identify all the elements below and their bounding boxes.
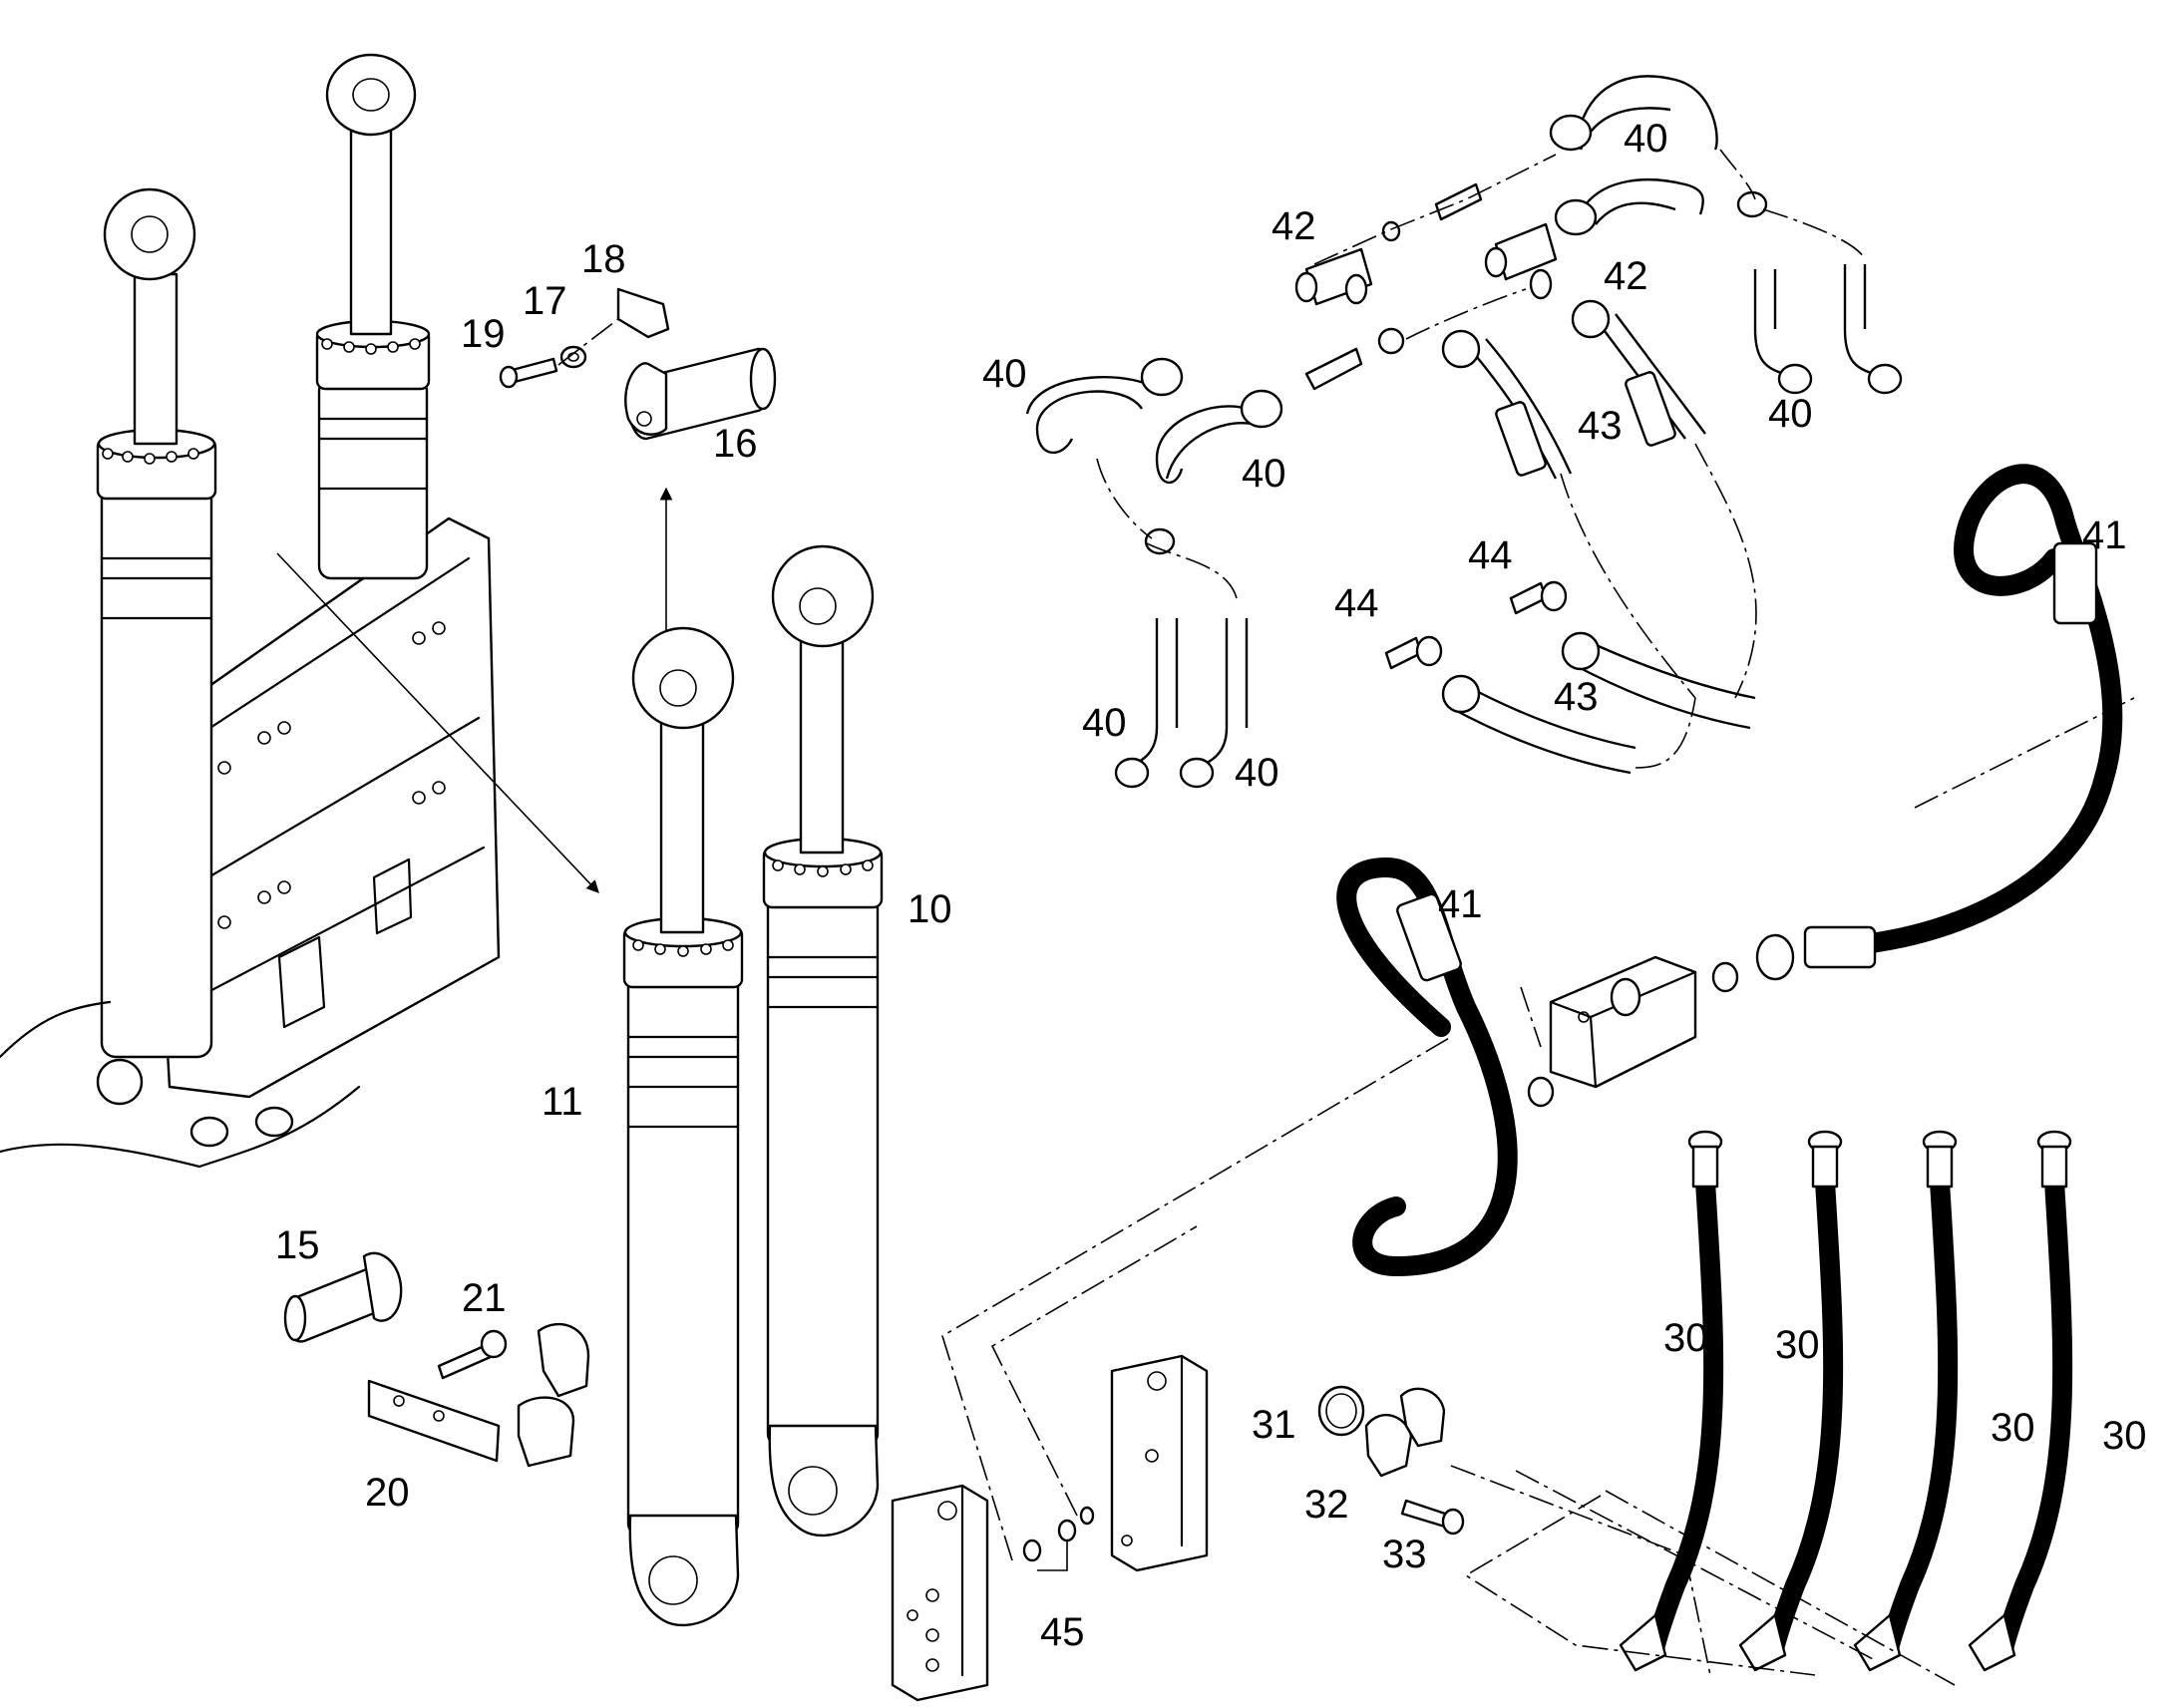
callout-21: 21 — [462, 1276, 507, 1320]
cylinder-11 — [622, 626, 744, 1627]
pin-16 — [624, 347, 777, 441]
valve-block-right — [1110, 1354, 1209, 1572]
callout-43: 43 — [1554, 675, 1599, 719]
plate-20 — [367, 1379, 501, 1463]
cylinder-11-head-bolts — [632, 939, 734, 957]
fitting-45a — [1022, 1538, 1042, 1562]
callout-11: 11 — [542, 1080, 583, 1124]
callout-30: 30 — [1991, 1406, 2035, 1450]
callout-44: 44 — [1334, 581, 1379, 625]
callout-42: 42 — [1604, 254, 1648, 298]
callout-30: 30 — [2102, 1414, 2147, 1458]
callout-41: 41 — [2082, 513, 2127, 557]
distributor-block — [1549, 955, 1697, 1089]
cylinder-10 — [762, 544, 884, 1537]
callout-20: 20 — [365, 1471, 410, 1515]
clip-18 — [616, 287, 670, 339]
callout-17: 17 — [523, 279, 567, 323]
washer-17 — [559, 345, 587, 369]
callout-45: 45 — [1040, 1610, 1085, 1654]
callout-33: 33 — [1382, 1533, 1427, 1576]
adapter-left — [1527, 1076, 1555, 1108]
callout-40: 40 — [1235, 751, 1279, 795]
callout-31: 31 — [1252, 1403, 1296, 1447]
hoses-30 — [1645, 1172, 2073, 1655]
callout-16: 16 — [713, 422, 758, 466]
hose-41-left — [1336, 857, 1518, 1276]
cylinder-10-head-bolts — [772, 859, 874, 877]
pin-15 — [283, 1251, 403, 1343]
clamp-half-32b — [1399, 1387, 1446, 1448]
callout-40: 40 — [1624, 117, 1668, 161]
callout-labels: 40 40 40 40 40 40 41 41 42 42 43 43 44 4… — [275, 117, 2147, 1654]
clamp-lower — [517, 1396, 575, 1468]
clamp-upper — [537, 1322, 590, 1398]
callout-10: 10 — [908, 887, 952, 931]
callout-44: 44 — [1468, 533, 1513, 577]
callout-41: 41 — [1438, 882, 1483, 926]
callout-40: 40 — [982, 352, 1027, 396]
valve-block-left — [891, 1484, 989, 1702]
callout-42: 42 — [1272, 204, 1316, 248]
cylinder-head-bolts-right — [321, 338, 421, 355]
mounted-cylinder-assembly — [0, 53, 501, 1169]
bolt-21 — [437, 1329, 508, 1380]
callout-30: 30 — [1775, 1323, 1820, 1367]
frame-holes — [217, 621, 446, 929]
callout-19: 19 — [461, 312, 506, 356]
cylinder-head-bolts-left — [102, 448, 199, 465]
callout-40: 40 — [1768, 392, 1813, 436]
hose-30-fittings — [1619, 1130, 2072, 1672]
bolt-19 — [499, 357, 558, 389]
callout-18: 18 — [581, 237, 626, 281]
assembly-arrow — [276, 552, 599, 893]
callout-32: 32 — [1304, 1483, 1349, 1527]
callout-43: 43 — [1578, 404, 1623, 448]
bolt-33 — [1400, 1499, 1465, 1536]
adapter-right — [1711, 961, 1739, 993]
callout-40: 40 — [1242, 452, 1286, 496]
fitting-45b — [1057, 1519, 1077, 1542]
callout-40: 40 — [1082, 701, 1127, 745]
hose-kit-top — [1025, 75, 1903, 789]
callout-30: 30 — [1663, 1316, 1708, 1360]
callout-15: 15 — [275, 1223, 320, 1267]
clamp-half-32a — [1364, 1414, 1413, 1478]
